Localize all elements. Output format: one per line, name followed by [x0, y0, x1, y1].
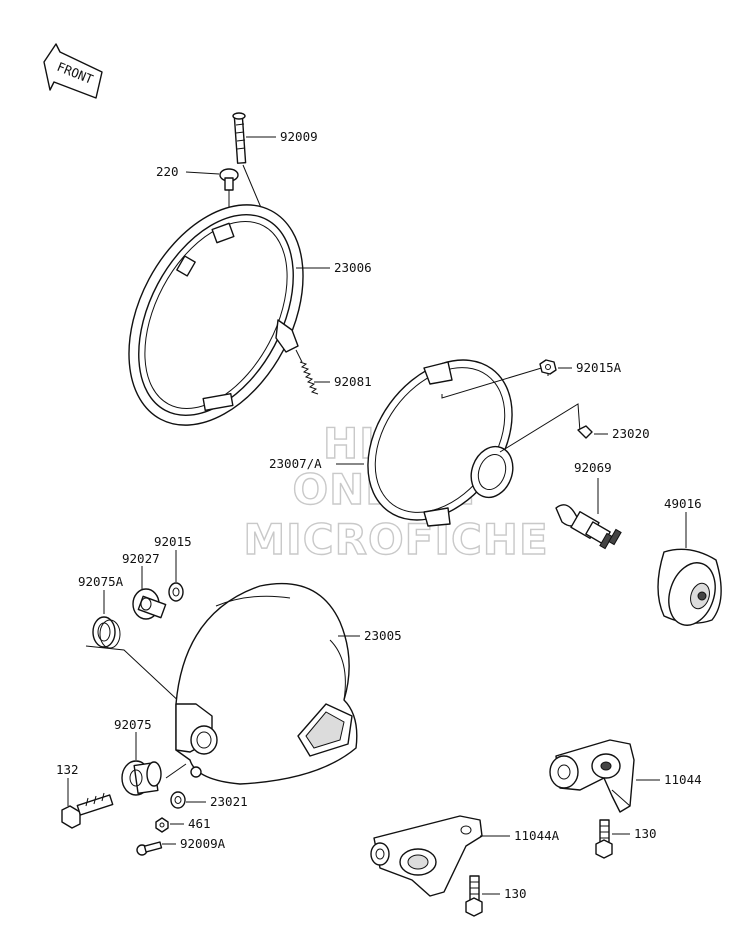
label-130-bottom[interactable]: 130	[504, 886, 527, 901]
part-92069-bulb[interactable]	[555, 504, 622, 550]
front-arrow-icon: FRONT	[43, 43, 103, 99]
part-132-bolt[interactable]	[61, 792, 114, 829]
label-11044[interactable]: 11044	[664, 772, 702, 787]
part-92075A-grommet[interactable]	[92, 616, 121, 649]
part-92081-spring[interactable]	[299, 361, 319, 395]
part-23020-clip[interactable]	[577, 425, 593, 439]
label-220[interactable]: 220	[156, 164, 179, 179]
part-23005-cover[interactable]	[175, 582, 358, 785]
part-92009A-screw[interactable]	[136, 841, 163, 856]
part-130-bolt-right[interactable]	[595, 819, 613, 859]
label-132[interactable]: 132	[56, 762, 79, 777]
label-23005[interactable]: 23005	[364, 628, 402, 643]
part-92075-grommet[interactable]	[121, 760, 162, 796]
label-23020[interactable]: 23020	[612, 426, 650, 441]
label-23021[interactable]: 23021	[210, 794, 248, 809]
label-23007A[interactable]: 23007/A	[269, 456, 322, 471]
label-92075[interactable]: 92075	[114, 717, 152, 732]
part-92015-collar[interactable]	[168, 582, 184, 602]
label-92075A[interactable]: 92075A	[78, 574, 124, 589]
label-92015A[interactable]: 92015A	[576, 360, 622, 375]
part-23006-rim[interactable]	[93, 175, 338, 455]
part-220-screw[interactable]	[219, 168, 239, 191]
label-130-right[interactable]: 130	[634, 826, 657, 841]
label-92015[interactable]: 92015	[154, 534, 192, 549]
part-23021-spacer[interactable]	[170, 791, 186, 809]
label-23006[interactable]: 23006	[334, 260, 372, 275]
part-130-bolt-bottom[interactable]	[465, 875, 483, 917]
label-461[interactable]: 461	[188, 816, 211, 831]
part-92009-screw[interactable]	[232, 112, 247, 164]
label-92027[interactable]: 92027	[122, 551, 160, 566]
label-92081[interactable]: 92081	[334, 374, 372, 389]
part-49016-cap[interactable]	[657, 548, 723, 631]
part-461-nut[interactable]	[155, 817, 169, 833]
part-11044-bracket[interactable]	[549, 739, 635, 813]
watermark-line3: MICROFICHE	[243, 515, 548, 564]
label-92009A[interactable]: 92009A	[180, 836, 226, 851]
part-92027-collar[interactable]	[132, 588, 167, 620]
label-11044A[interactable]: 11044A	[514, 828, 560, 843]
part-11044A-bracket[interactable]	[370, 815, 483, 897]
label-92009[interactable]: 92009	[280, 129, 318, 144]
label-49016[interactable]: 49016	[664, 496, 702, 511]
part-92015A-nut[interactable]	[539, 359, 557, 375]
label-92069[interactable]: 92069	[574, 460, 612, 475]
part-23007A-mounting-ring[interactable]	[338, 332, 542, 547]
